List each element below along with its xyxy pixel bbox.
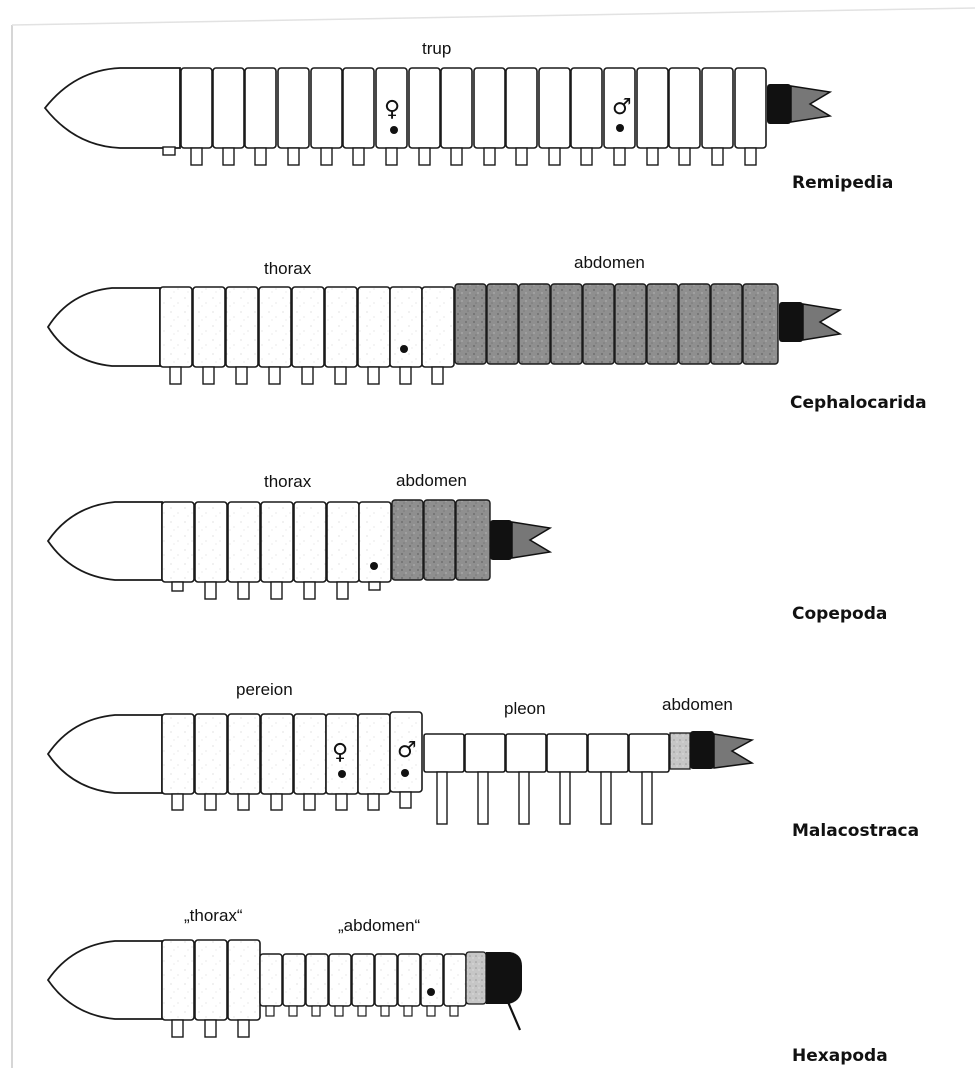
head — [46, 714, 163, 794]
abdominal-stubs — [265, 1005, 459, 1017]
gonopore-dot — [370, 562, 378, 570]
region-label-abdomen: „abdomen“ — [338, 916, 421, 935]
telson — [690, 731, 714, 769]
thorax-segments — [159, 286, 455, 368]
caudal-furca — [511, 521, 553, 559]
telson — [490, 520, 512, 560]
thorax-legs — [171, 1019, 250, 1038]
region-label-trunk: trup — [422, 39, 451, 58]
pereion-segments — [161, 711, 423, 795]
region-label-abdomen: abdomen — [574, 253, 645, 272]
taxon-label: Hexapoda — [792, 1046, 888, 1066]
region-label-pereion: pereion — [236, 680, 293, 699]
caudal-furca — [802, 303, 843, 341]
head — [46, 501, 163, 581]
gonopore-dot — [390, 126, 398, 134]
region-label-abdomen: abdomen — [662, 695, 733, 714]
trunk-segments — [180, 67, 767, 149]
gonopore-dot — [400, 345, 408, 353]
row-copepoda: thorax abdomen Copepoda — [46, 471, 887, 624]
telson — [486, 952, 522, 1004]
taxon-label: Copepoda — [792, 604, 887, 624]
abdomen-segments — [259, 953, 467, 1007]
antennule — [162, 146, 176, 156]
female-symbol: ♀ — [384, 97, 400, 122]
gonopore-dot — [401, 769, 409, 777]
telson — [767, 84, 791, 124]
gonopore-dot — [338, 770, 346, 778]
region-label-thorax: „thorax“ — [184, 906, 243, 925]
thorax-segments — [161, 501, 392, 583]
appendages — [169, 366, 444, 385]
row-hexapoda: „thorax“ „abdomen“ Hexapoda — [46, 906, 888, 1066]
row-malacostraca: ♀ ♂ pereion pleon abdomen Malacostraca — [46, 680, 919, 841]
pereion-appendages — [171, 791, 412, 811]
region-label-abdomen: abdomen — [396, 471, 467, 490]
cercus — [506, 1001, 522, 1031]
head — [43, 67, 181, 149]
pleon-segments — [423, 733, 670, 773]
gonopore-dot — [616, 124, 624, 132]
pleopods — [436, 771, 653, 825]
row-cephalocarida: thorax abdomen Cephalocarida — [46, 253, 927, 413]
caudal-furca — [713, 733, 755, 769]
male-symbol: ♂ — [397, 738, 417, 763]
abdomen-segments — [454, 283, 779, 365]
female-symbol: ♀ — [332, 740, 348, 765]
gonopore-dot — [427, 988, 435, 996]
appendages — [190, 147, 757, 166]
region-label-pleon: pleon — [504, 699, 546, 718]
page-edge-top — [11, 7, 975, 26]
male-symbol: ♂ — [612, 95, 632, 120]
taxon-label: Remipedia — [792, 173, 893, 193]
taxon-label: Cephalocarida — [790, 393, 927, 413]
abdomen-segment — [669, 732, 691, 770]
row-remipedia: ♀ ♂ trup Remipedia — [43, 39, 893, 193]
appendages — [171, 581, 381, 600]
head — [46, 940, 163, 1020]
thorax-segments — [161, 939, 261, 1021]
telson — [779, 302, 803, 342]
region-label-thorax: thorax — [264, 259, 312, 278]
abdomen-segments — [391, 499, 491, 581]
caudal-furca — [790, 85, 833, 123]
region-label-thorax: thorax — [264, 472, 312, 491]
terminal-segment — [465, 951, 487, 1005]
taxon-label: Malacostraca — [792, 821, 919, 841]
head — [46, 287, 161, 367]
